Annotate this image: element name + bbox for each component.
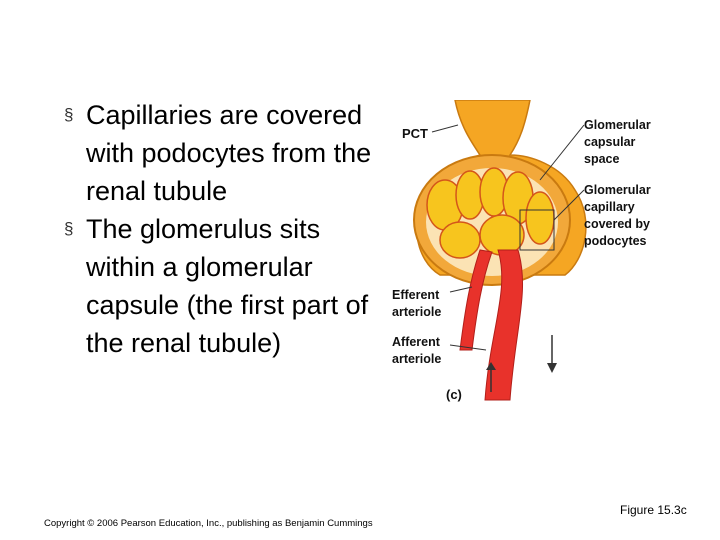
capsular-space-label: Glomerular capsular space xyxy=(584,118,654,166)
capillary-leader-line xyxy=(553,189,585,221)
capillary-tuft xyxy=(426,167,555,259)
glomerulus-diagram: PCT Glomerular capsular space Glomerular… xyxy=(392,100,654,402)
figure-reference: Figure 15.3c xyxy=(620,503,687,517)
bullet-text: Capillaries are covered with podocytes f… xyxy=(86,100,372,206)
pct-leader-line xyxy=(431,124,459,133)
bullet-marker: § xyxy=(64,219,74,238)
afferent-label: Afferent arteriole xyxy=(392,335,443,366)
panel-label: (c) xyxy=(446,387,462,402)
podocyte-inset-box xyxy=(519,209,555,251)
bullet-item: § Capillaries are covered with podocytes… xyxy=(62,96,382,210)
pct-label: PCT xyxy=(402,126,428,141)
bullet-item: § The glomerulus sits within a glomerula… xyxy=(62,210,382,362)
bullet-text: The glomerulus sits within a glomerular … xyxy=(86,214,369,358)
efferent-label: Efferent arteriole xyxy=(392,288,443,319)
efferent-leader-line xyxy=(449,286,473,293)
efferent-arteriole xyxy=(459,249,493,351)
bullet-marker: § xyxy=(64,105,74,124)
afferent-flow-arrowhead xyxy=(486,362,496,370)
capsular-space-leader-line xyxy=(539,124,585,181)
copyright-text: Copyright © 2006 Pearson Education, Inc.… xyxy=(44,518,373,529)
afferent-arteriole xyxy=(484,249,523,401)
capillary-label: Glomerular capillary covered by podocyte… xyxy=(584,183,654,248)
afferent-leader-line xyxy=(449,344,487,351)
efferent-flow-arrowhead xyxy=(547,363,557,373)
bullet-list: § Capillaries are covered with podocytes… xyxy=(62,96,382,362)
